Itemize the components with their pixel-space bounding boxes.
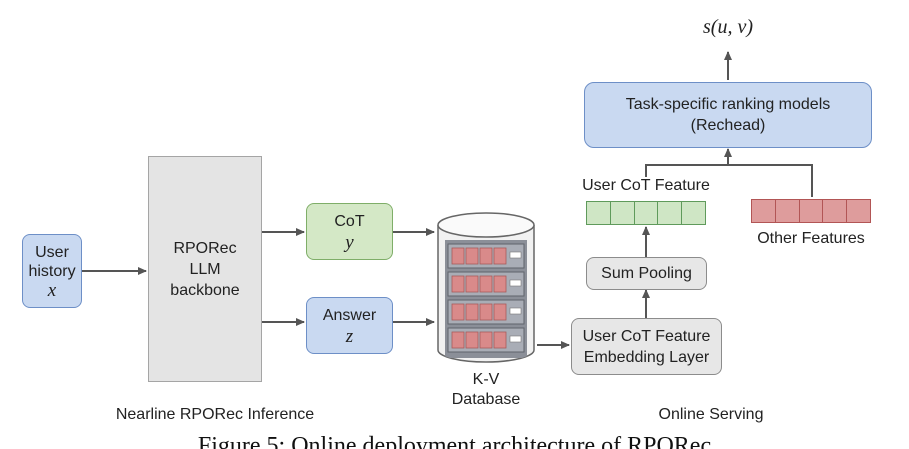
rack-drive [451,303,465,321]
sum-pooling-label: Sum Pooling [601,265,692,282]
kv-database-cylinder [437,212,535,363]
backbone-label-line3: backbone [170,281,240,299]
answer-variable: z [345,325,354,347]
backbone-label-line2: LLM [189,260,221,278]
embedding-label-line2: Embedding Layer [583,348,710,366]
rack-drive [479,247,493,265]
figure-caption: Figure 5: Online deployment architecture… [197,433,712,449]
rack-drive [465,275,479,293]
ranking-model-box: Task-specific ranking models (Rechead) [584,82,872,148]
feature-cell [823,200,848,222]
cot-variable: y [345,231,354,253]
backbone-label-line1: RPORec [173,239,237,257]
user-history-variable: x [47,279,57,301]
rack-drive [493,303,507,321]
database-label-line2: Database [451,391,521,408]
answer-box: Answer z [306,297,393,354]
ranking-label-line2: (Rechead) [690,117,766,134]
user-cot-feature-label: User CoT Feature [582,177,710,194]
embedding-label-line1: User CoT Feature [582,327,711,345]
sum-pooling-box: Sum Pooling [586,257,707,290]
rack-drive [493,331,507,349]
rack-drive [451,331,465,349]
rack-drive [451,275,465,293]
user-history-box: User history x [22,234,82,308]
feature-cell [587,202,611,224]
embedding-layer-box: User CoT Feature Embedding Layer [571,318,722,375]
rack-drive [493,275,507,293]
llm-backbone-panel: RPORec LLM backbone [148,156,262,382]
feature-cell [799,200,824,222]
rack-slot [509,279,522,287]
feature-cell [658,202,683,224]
database-label: K-V Database [445,370,527,410]
rack-drive [465,247,479,265]
cot-box: CoT y [306,203,393,260]
rack-drive [465,303,479,321]
feature-cell [682,202,705,224]
feature-cell [775,200,800,222]
feature-cell [847,200,870,222]
feature-cell [610,202,635,224]
online-section-title: Online Serving [658,406,764,423]
other-features-vector [751,199,871,223]
rack-drive [479,275,493,293]
feature-cell [752,200,776,222]
database-label-line1: K-V [472,371,500,388]
rack-slot [509,251,522,259]
rack-drive [451,247,465,265]
ranking-label-line1: Task-specific ranking models [625,96,831,113]
other-features-label: Other Features [757,230,865,247]
user-history-label-line2: history [28,262,76,280]
rack-slot [509,335,522,343]
rack-drive [465,331,479,349]
rack-slot [509,307,522,315]
answer-label: Answer [322,306,377,324]
user-cot-feature-vector [586,201,706,225]
output-score-label: s(u, v) [703,16,753,38]
nearline-section-title: Nearline RPORec Inference [115,406,315,423]
feature-cell [634,202,659,224]
cot-label: CoT [334,212,365,230]
user-history-label-line1: User [35,243,69,261]
rack-drive [479,303,493,321]
rack-drive [493,247,507,265]
rack-drive [479,331,493,349]
